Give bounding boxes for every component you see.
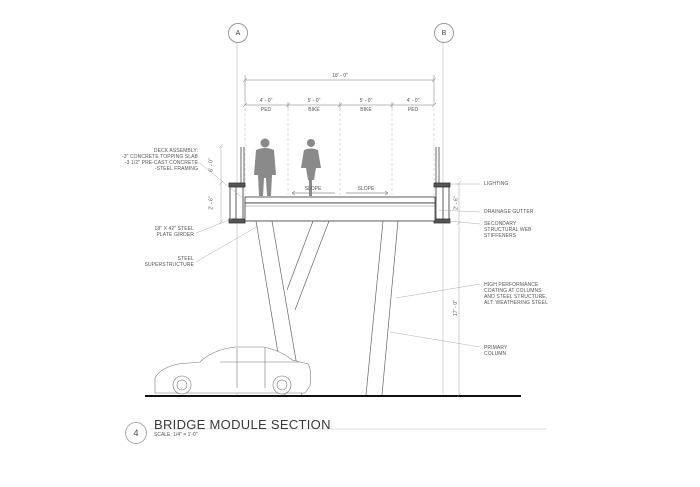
lane-3-use: BIKE — [360, 107, 372, 113]
slope-label-left: SLOPE — [304, 186, 322, 192]
lane-1-width: 4' - 0" — [259, 98, 273, 104]
callout-coating: HIGH PERFORMANCE COATING AT COLUMNS AND … — [484, 282, 548, 306]
callout-deck-assembly: DECK ASSEMBLY: -3" CONCRETE TOPPING SLAB… — [121, 148, 198, 172]
lane-4-width: 4' - 0" — [406, 98, 420, 104]
railings — [240, 147, 440, 183]
sedan-car — [154, 346, 311, 395]
deck-assembly — [244, 196, 436, 222]
lane-4-use: PED — [407, 107, 419, 113]
railing-height-dimension: 6' - 0" — [208, 158, 215, 172]
drawing-title: BRIDGE MODULE SECTION — [154, 417, 331, 432]
drawing-number-bubble: 4 — [125, 422, 147, 444]
clearance-dimension: 17' - 0" — [453, 299, 460, 317]
lane-dimensions — [242, 102, 437, 108]
lane-1-use: PED — [260, 107, 272, 113]
callout-steel-superstructure: STEEL SUPERSTRUCTURE — [144, 256, 194, 268]
lane-3-width: 5' - 0" — [359, 98, 373, 104]
pedestrian-figure — [254, 138, 276, 196]
callout-primary-column: PRIMARY COLUMN — [484, 345, 508, 357]
grid-label-b: B — [441, 29, 447, 37]
slope-arrows — [291, 190, 389, 196]
primary-column — [365, 220, 399, 396]
drawing-scale: SCALE: 1/4" = 1'-0" — [154, 432, 198, 438]
callout-web-stiffeners: SECONDARY STRUCTURAL WEB STIFFENERS — [484, 221, 532, 239]
overall-dimension-text: 18' - 0" — [332, 73, 348, 79]
left-vertical-dimensions — [218, 143, 224, 225]
callout-plate-girder: 18" x 42" STEEL PLATE GIRDER — [154, 226, 194, 238]
left-plate-girder — [228, 182, 246, 224]
callout-drainage-gutter: DRAINAGE GUTTER — [484, 209, 534, 215]
leader-lines — [195, 159, 481, 348]
grid-bubble-a: A — [228, 23, 248, 43]
right-plate-girder — [433, 182, 451, 224]
lane-dividers — [244, 108, 435, 195]
cyclist-figure — [301, 139, 321, 196]
lane-2-use: BIKE — [308, 107, 320, 113]
deck-depth-dimension-right: 2' - 6" — [453, 196, 460, 210]
overall-dimension — [242, 75, 437, 105]
callout-lighting: LIGHTING — [484, 181, 509, 187]
slope-label-right: SLOPE — [357, 186, 375, 192]
drawing-number: 4 — [133, 428, 139, 438]
grid-label-a: A — [235, 29, 241, 37]
lane-2-width: 5' - 0" — [307, 98, 321, 104]
right-vertical-dimensions — [456, 180, 462, 398]
deck-depth-dimension-left: 2' - 6" — [208, 196, 215, 210]
grid-bubble-b: B — [434, 23, 454, 43]
